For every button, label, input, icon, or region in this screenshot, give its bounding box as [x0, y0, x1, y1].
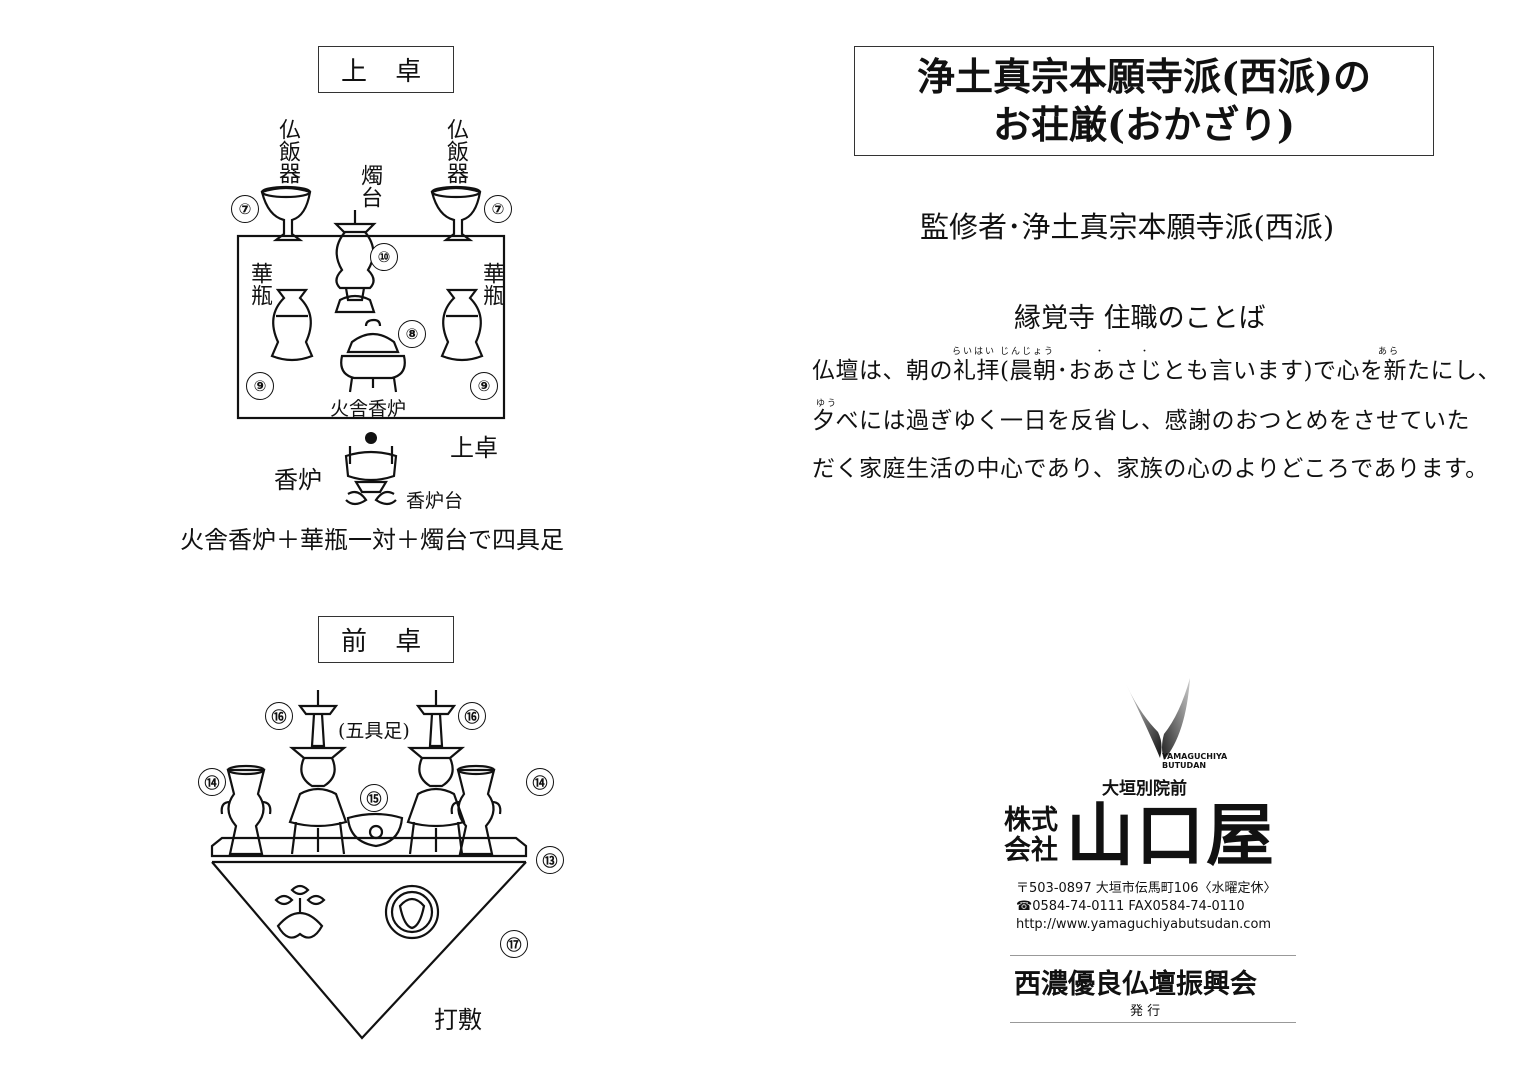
number-8: ⑧ [398, 320, 426, 348]
candle-left-drawing [288, 690, 348, 855]
ruby-dot-1: ・ [1095, 347, 1107, 357]
number-15: ⑮ [360, 784, 388, 812]
upper-table-outline [236, 234, 506, 420]
kebyo-left-label: 華瓶 [247, 262, 272, 306]
front-table-top [210, 836, 528, 858]
company-location: 大垣別院前 [1102, 779, 1187, 799]
publisher-divider-top [1010, 955, 1296, 956]
bowl-drawing [346, 812, 404, 848]
upper-table-diagram [236, 185, 506, 506]
buppanki-left-label: 仏飯器 [275, 118, 300, 184]
crest-right-drawing [384, 884, 440, 940]
number-16-right: ⑯ [458, 702, 486, 730]
publisher-label: 発 行 [1130, 1004, 1161, 1019]
ruby-yuu: ゆう [816, 399, 839, 409]
main-title-line2: お荘厳(おかざり) [993, 102, 1295, 147]
kasha-koro-drawing [340, 318, 406, 393]
body-line-1: 仏壇は、朝の礼拝(晨朝･おあさじとも言います)で心を新たにし、 [812, 358, 1501, 384]
kebyo-right-label: 華瓶 [479, 262, 504, 306]
ruby-ara: あら [1378, 347, 1401, 357]
publisher-name: 西濃優良仏壇振興会 [1014, 969, 1257, 1000]
upper-table-caption: 火舎香炉＋華瓶一対＋燭台で四具足 [180, 526, 564, 554]
number-13: ⑬ [536, 846, 564, 874]
uchishiki-label: 打敷 [434, 1006, 482, 1034]
shokudai-label: 燭台 [357, 164, 382, 208]
ruby-raihai: らいはい [952, 347, 997, 357]
uwajoku-label: 上卓 [450, 434, 498, 462]
company-logo-icon [1126, 678, 1190, 760]
ruby-jinjou: じんじょう [1000, 347, 1056, 357]
company-address: 〒503-0897 大垣市伝馬町106〈水曜定休〉 [1016, 881, 1277, 896]
front-table-diagram [210, 690, 528, 1040]
number-14-right: ⑭ [526, 768, 554, 796]
buppanki-left-drawing [260, 185, 312, 242]
logo-text-1: YAMAGUCHIYA [1162, 752, 1228, 761]
number-7-left: ⑦ [231, 195, 259, 223]
number-9-right: ⑨ [470, 372, 498, 400]
crest-left-drawing [274, 884, 326, 939]
front-table-heading: 前 卓 [318, 616, 455, 663]
main-title-line1: 浄土真宗本願寺派(西派)の [917, 54, 1371, 99]
logo-text: YAMAGUCHIYA BUTUDAN [1162, 752, 1227, 770]
logo-text-2: BUTUDAN [1162, 761, 1207, 770]
publisher-divider-bottom [1010, 1022, 1296, 1023]
koro-dai-label: 香炉台 [406, 490, 464, 512]
number-14-left: ⑭ [198, 768, 226, 796]
number-17: ⑰ [500, 930, 528, 958]
body-line-2: 夕べには過ぎゆく一日を反省し、感謝のおつとめをさせていた [812, 408, 1470, 434]
number-16-left: ⑯ [265, 702, 293, 730]
number-10: ⑩ [370, 243, 398, 271]
candle-right-drawing [406, 690, 466, 855]
vase-left-drawing [220, 764, 272, 856]
company-kaisha: 会社 [1004, 835, 1058, 866]
words-heading: 縁覚寺 住職のことば [1014, 303, 1266, 334]
kebyo-right-drawing [440, 288, 484, 362]
buppanki-right-label: 仏飯器 [443, 118, 468, 184]
supervisor: 監修者･浄土真宗本願寺派(西派) [920, 210, 1335, 244]
company-kabushiki: 株式 [1004, 805, 1058, 836]
company-url[interactable]: http://www.yamaguchiyabutsudan.com [1016, 917, 1272, 932]
koro-label: 香炉 [274, 466, 322, 494]
gogusoku-label: (五具足) [338, 720, 410, 742]
kasha-koro-label: 火舎香炉 [330, 398, 407, 420]
uchishiki-outline [211, 861, 527, 1040]
body-line-3: だく家庭生活の中心であり、家族の心のよりどころであります。 [812, 456, 1489, 482]
number-7-right: ⑦ [484, 195, 512, 223]
upper-table-heading: 上 卓 [318, 46, 455, 93]
koro-drawing [344, 432, 398, 506]
company-phone: ☎0584-74-0111 FAX0584-74-0110 [1016, 899, 1245, 914]
vase-right-drawing [450, 764, 502, 856]
company-type: 株式 会社 [1004, 806, 1058, 866]
buppanki-right-drawing [430, 185, 482, 242]
ruby-dot-2: ・ [1140, 347, 1152, 357]
main-title-box: 浄土真宗本願寺派(西派)の お荘厳(おかざり) [854, 46, 1434, 156]
company-name: 山口屋 [1066, 796, 1277, 876]
company-contact: 〒503-0897 大垣市伝馬町106〈水曜定休〉 ☎0584-74-0111 … [1016, 880, 1277, 934]
number-9-left: ⑨ [246, 372, 274, 400]
kebyo-left-drawing [270, 288, 314, 362]
shokudai-drawing [333, 210, 377, 314]
